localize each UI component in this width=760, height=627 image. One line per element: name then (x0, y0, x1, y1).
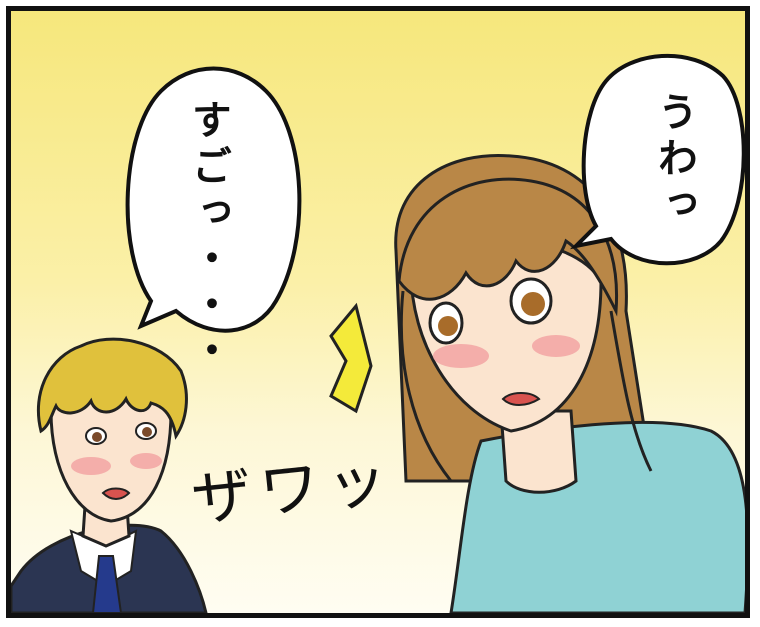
speech-text-sugo: すごっ・・・ (185, 99, 231, 375)
surprise-emphasis-mark (329, 302, 373, 414)
man-character (11, 337, 208, 613)
speech-bubble-right (569, 54, 745, 266)
speech-text-uwa: うわっ (651, 91, 697, 229)
comic-illustration (11, 54, 745, 613)
comic-panel: すごっ・・・ うわっ ザワッ (6, 6, 750, 618)
speech-bubble-left (125, 66, 302, 333)
